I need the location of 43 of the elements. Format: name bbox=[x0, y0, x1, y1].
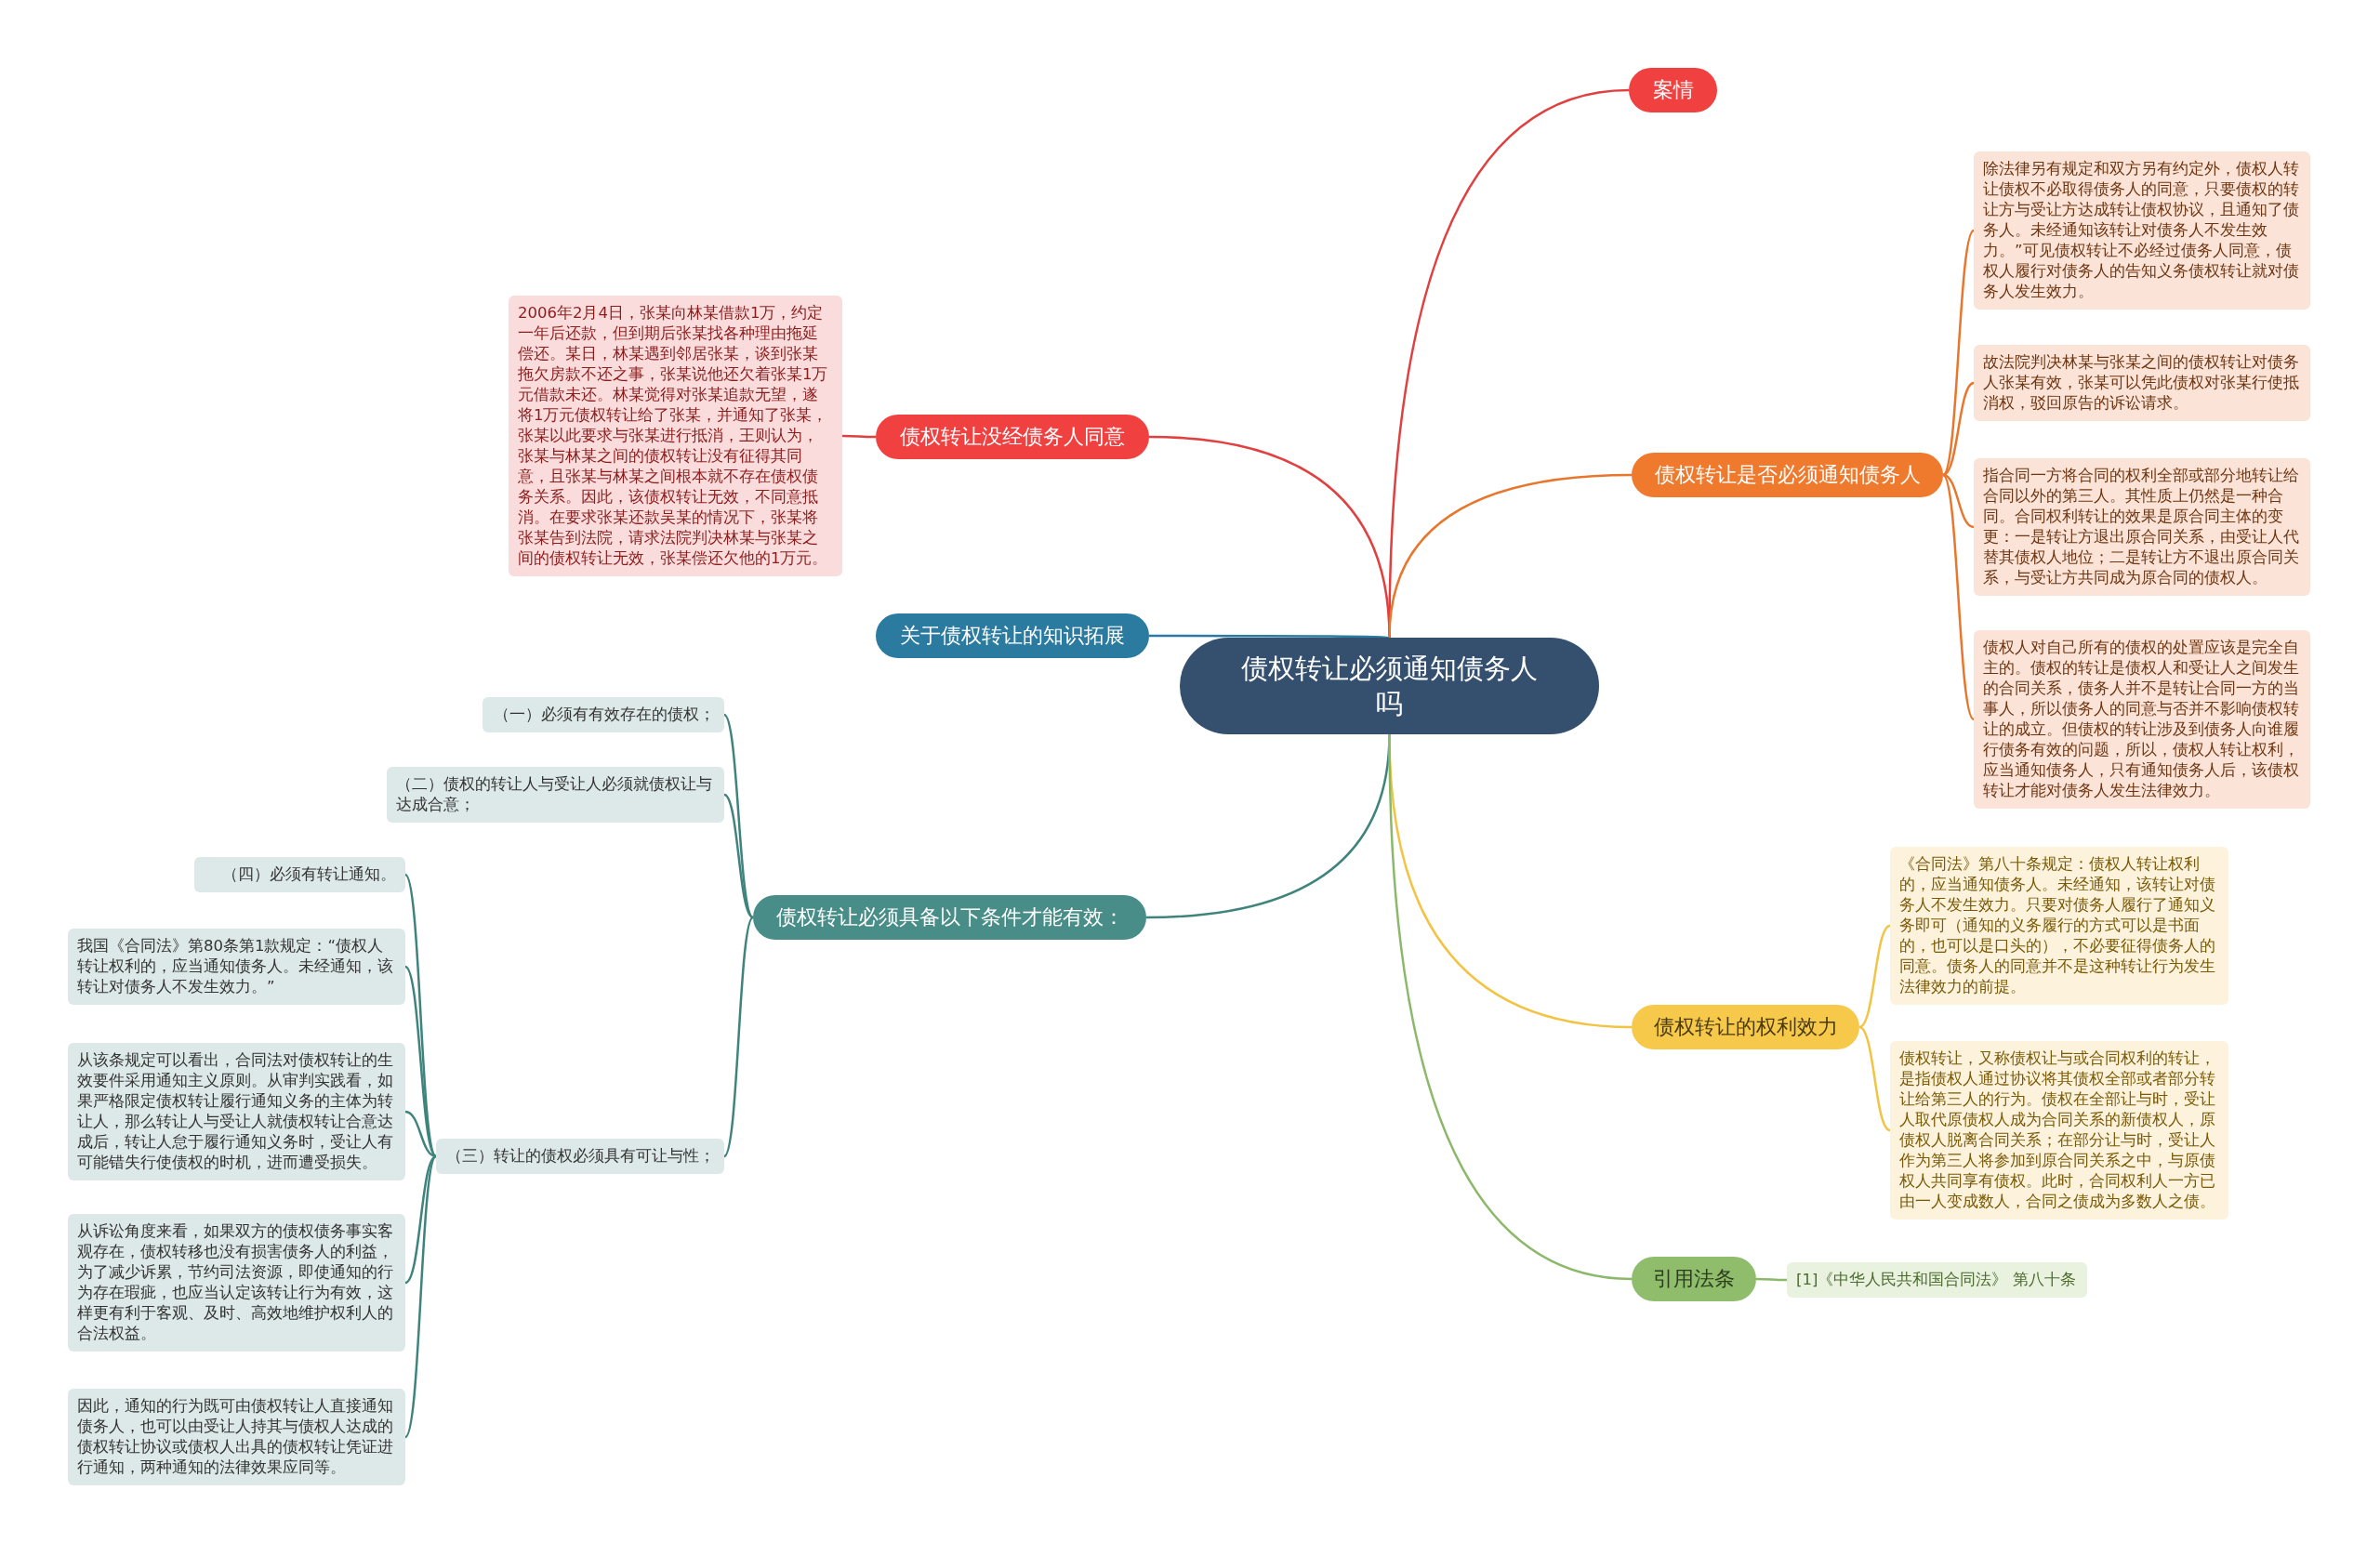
note-card: 从该条规定可以看出，合同法对债权转让的生效要件采用通知主义原则。从审判实践看，如果严格限定债权转让履行通知义务的主体为转让人，那么转让人与受让人就债权转让合意达成后，转让人怠于履行通知义务时，受让人有可能错失行使债权的时机，进而遭受损失。 bbox=[68, 1043, 405, 1180]
connector bbox=[1942, 473, 1975, 529]
topic-pill: 关于债权转让的知识拓展 bbox=[876, 613, 1149, 658]
note-card: 故法院判决林某与张某之间的债权转让对债务人张某有效，张某可以凭此债权对张某行使抵消权，驳回原告的诉讼请求。 bbox=[1974, 345, 2310, 421]
note-card: （三）转让的债权必须具有可让与性； bbox=[436, 1139, 724, 1174]
topic-pill: 债权转让没经债务人同意 bbox=[876, 415, 1149, 459]
note-card: [1]《中华人民共和国合同法》 第八十条 bbox=[1787, 1262, 2087, 1298]
topic-pill: 债权转让必须具备以下条件才能有效： bbox=[753, 895, 1146, 940]
note-card: （一）必须有有效存在的债权； bbox=[483, 697, 724, 732]
connector bbox=[723, 794, 754, 918]
note-card: （四）必须有转让通知。 bbox=[194, 857, 405, 892]
note-card: 债权转让，又称债权让与或合同权利的转让，是指债权人通过协议将其债权全部或者部分转让给第三人的行为。债权在全部让与时，受让人取代原债权人成为合同关系的新债权人，原债权人脱离合同关系；在部分让与时，受让人作为第三人将参加到原合同关系之中，与原债权人共同享有债权。此时，合同权利人一方已由一人变成数人，合同之债成为多数人之债。 bbox=[1890, 1041, 2228, 1220]
connector bbox=[1858, 924, 1891, 1029]
note-card: （二）债权的转让人与受让人必须就债权让与达成合意； bbox=[387, 767, 724, 823]
connector bbox=[403, 874, 438, 1157]
topic-pill: 引用法条 bbox=[1632, 1257, 1756, 1301]
connector bbox=[723, 714, 754, 918]
note-card: 指合同一方将合同的权利全部或部分地转让给合同以外的第三人。其性质上仍然是一种合同。合同权利转让的效果是原合同主体的变更：一是转让方退出原合同关系，由受让人代替其债权人地位；二是转让方不退出原合同关系，与受让方共同成为原合同的债权人。 bbox=[1974, 458, 2310, 596]
note-card: 债权人对自己所有的债权的处置应该是完全自主的。债权的转让是债权人和受让人之间发生的合同关系，债务人并不是转让合同一方的当事人，所以债务人的同意与否并不影响债权转让的成立。但债权的转让涉及到债务人向谁履行债务有效的问题，所以，债权人转让权利，应当通知债务人，只有通知债务人后，该债权转让才能对债务人发生法律效力。 bbox=[1974, 630, 2310, 809]
note-card: 我国《合同法》第80条第1款规定：“债权人转让权利的，应当通知债务人。未经通知，该转让对债务人不发生效力。” bbox=[68, 929, 405, 1005]
connector bbox=[842, 434, 876, 439]
note-card: 从诉讼角度来看，如果双方的债权债务事实客观存在，债权转移也没有损害债务人的利益，为了减少诉累，节约司法资源，即使通知的行为存在瑕疵，也应当认定该转让行为有效，这样更有利于客观、及时、高效地维护权利人的合法权益。 bbox=[68, 1214, 405, 1352]
connector bbox=[404, 1154, 437, 1285]
connector bbox=[404, 1110, 437, 1158]
connector bbox=[1858, 1025, 1891, 1132]
topic-pill: 案情 bbox=[1629, 68, 1717, 112]
central-topic: 债权转让必须通知债务人吗 bbox=[1180, 638, 1599, 734]
topic-pill: 债权转让是否必须通知债务人 bbox=[1632, 453, 1943, 497]
note-card: 2006年2月4日，张某向林某借款1万，约定一年后还款，但到期后张某找各种理由拖延偿还。某日，林某遇到邻居张某，谈到张某拖欠房款不还之事，张某说他还欠着张某1万元借款未还。林某觉得对张某追款无望，遂将1万元债权转让给了张某，并通知了张某，张某以此要求与张某进行抵消，王则认为，张某与林某之间的债权转让没有征得其同意，且张某与林某之间根本就不存在债权债务关系。因此，该债权转让无效，不同意抵消。在要求张某还款吴某的情况下，张某将张某告到法院，请求法院判决林某与张某之间的债权转让无效，张某偿还欠他的1万元。 bbox=[509, 296, 842, 576]
connector bbox=[1388, 473, 1633, 639]
connector bbox=[1388, 733, 1633, 1281]
connector bbox=[1149, 634, 1390, 640]
connector bbox=[722, 916, 755, 1157]
connector bbox=[404, 966, 437, 1157]
connector bbox=[1756, 1277, 1787, 1282]
connector bbox=[1942, 474, 1975, 720]
connector bbox=[403, 1155, 438, 1438]
connector bbox=[1942, 381, 1975, 477]
note-card: 因此，通知的行为既可由债权转让人直接通知债务人，也可以由受让人持其与债权人达成的债权转让协议或债权人出具的债权转让凭证进行通知，两种通知的法律效果应同等。 bbox=[68, 1389, 405, 1485]
connector bbox=[1942, 230, 1975, 476]
topic-pill: 债权转让的权利效力 bbox=[1632, 1005, 1859, 1049]
note-card: 《合同法》第八十条规定：债权人转让权利的，应当通知债务人。未经通知，该转让对债务人不发生效力。只要对债务人履行了通知义务即可（通知的义务履行的方式可以是书面的，也可以是口头的），不必要征得债务人的同意。债务人的同意并不是这种转让行为发生法律效力的前提。 bbox=[1890, 847, 2228, 1005]
note-card: 除法律另有规定和双方另有约定外，债权人转让债权不必取得债务人的同意，只要债权的转让方与受让方达成转让债权协议，且通知了债务人。未经通知该转让对债务人不发生效力。”可见债权转让不必经过债务人同意，债权人履行对债务人的告知义务债权转让就对债务人发生效力。 bbox=[1974, 152, 2310, 310]
